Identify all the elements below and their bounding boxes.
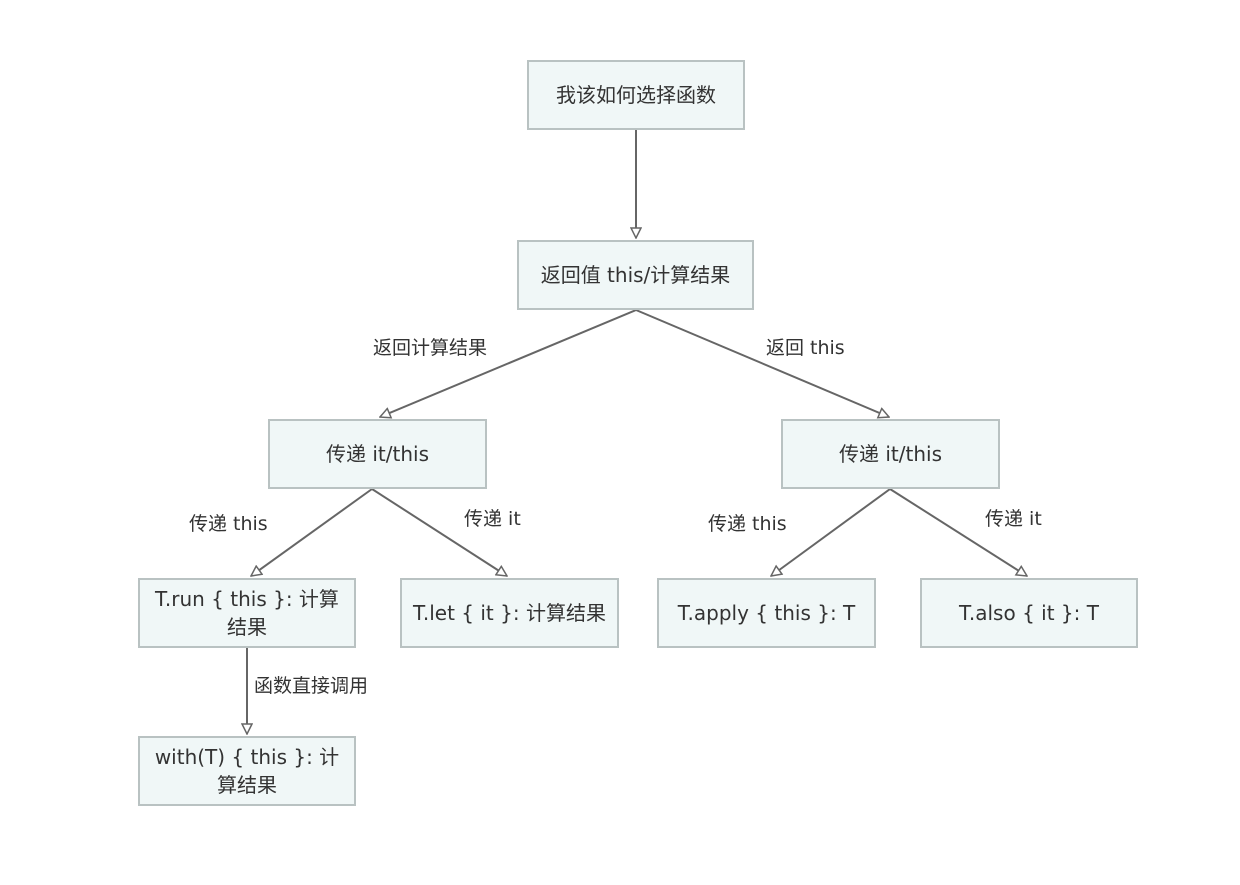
edge-label-left-pass-this: 传递 this xyxy=(189,513,268,535)
edge-label-right-pass-it: 传递 it xyxy=(985,508,1042,530)
node-run: T.run { this }: 计算结果 xyxy=(138,578,356,648)
edge-pass-left-to-let xyxy=(371,488,507,576)
edge-pass-right-to-apply xyxy=(771,488,891,576)
node-let: T.let { it }: 计算结果 xyxy=(400,578,619,648)
edge-return-to-pass-left xyxy=(380,309,637,417)
node-return-value: 返回值 this/计算结果 xyxy=(517,240,754,310)
node-root: 我该如何选择函数 xyxy=(527,60,745,130)
node-pass-right: 传递 it/this xyxy=(781,419,1000,489)
edge-pass-left-to-run xyxy=(251,488,373,576)
node-apply: T.apply { this }: T xyxy=(657,578,876,648)
edge-label-return-calc: 返回计算结果 xyxy=(373,337,488,359)
edge-label-right-pass-this: 传递 this xyxy=(708,513,787,535)
edge-label-run-to-with: 函数直接调用 xyxy=(254,675,369,697)
edge-return-to-pass-right xyxy=(635,309,889,417)
edge-label-left-pass-it: 传递 it xyxy=(464,508,521,530)
node-also: T.also { it }: T xyxy=(920,578,1138,648)
node-pass-left: 传递 it/this xyxy=(268,419,487,489)
node-with: with(T) { this }: 计算结果 xyxy=(138,736,356,806)
edge-pass-right-to-also xyxy=(889,488,1027,576)
edge-label-return-this: 返回 this xyxy=(766,337,845,359)
